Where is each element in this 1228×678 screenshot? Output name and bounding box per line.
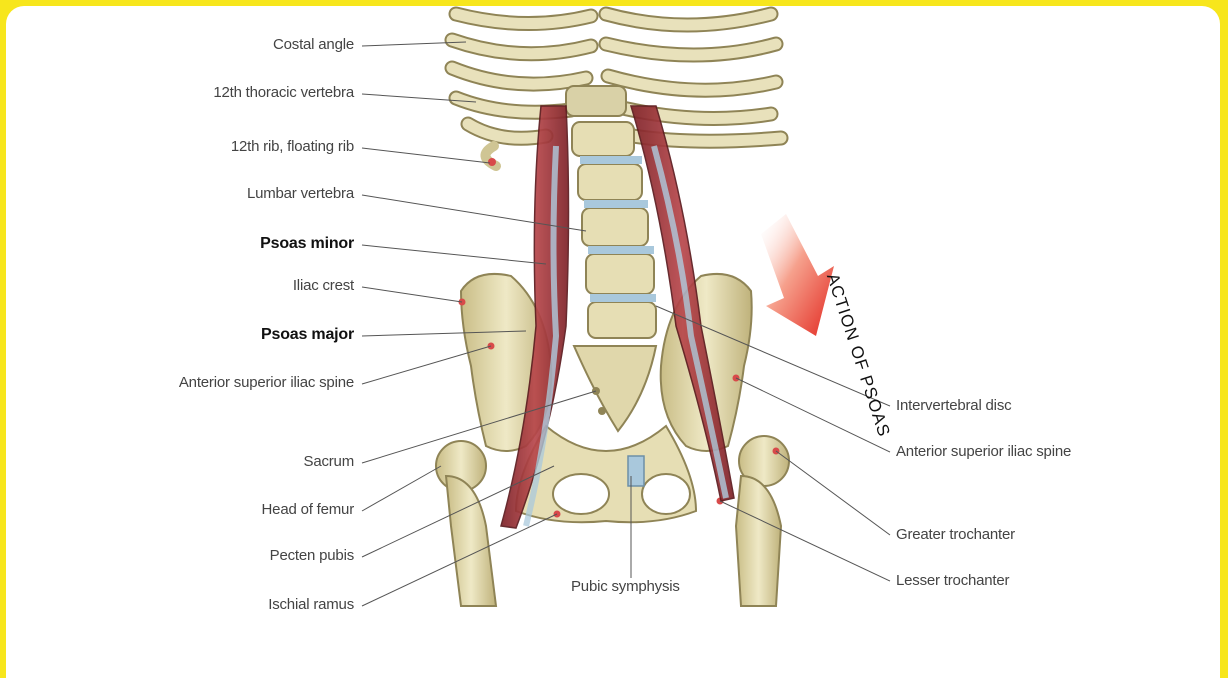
label-lesser-trochanter: Lesser trochanter: [896, 572, 1009, 590]
label-head-of-femur: Head of femur: [262, 501, 354, 519]
action-arrow: [761, 214, 834, 336]
label-sacrum: Sacrum: [304, 453, 354, 471]
label-psoas-minor: Psoas minor: [260, 235, 354, 253]
label-12th-rib: 12th rib, floating rib: [231, 138, 354, 156]
label-pecten-pubis: Pecten pubis: [270, 547, 354, 565]
label-intervertebral-disc: Intervertebral disc: [896, 397, 1011, 415]
label-lumbar-vertebra: Lumbar vertebra: [247, 185, 354, 203]
label-costal-angle: Costal angle: [273, 36, 354, 54]
label-pubic-symphysis: Pubic symphysis: [571, 578, 680, 596]
label-psoas-major: Psoas major: [261, 326, 354, 344]
label-greater-trochanter: Greater trochanter: [896, 526, 1015, 544]
label-12th-thoracic-vertebra: 12th thoracic vertebra: [213, 84, 354, 102]
label-ischial-ramus: Ischial ramus: [268, 596, 354, 614]
label-asis-left: Anterior superior iliac spine: [179, 374, 354, 392]
diagram-frame: Costal angle 12th thoracic vertebra 12th…: [6, 6, 1220, 678]
label-asis-right: Anterior superior iliac spine: [896, 443, 1071, 461]
label-iliac-crest: Iliac crest: [293, 277, 354, 295]
